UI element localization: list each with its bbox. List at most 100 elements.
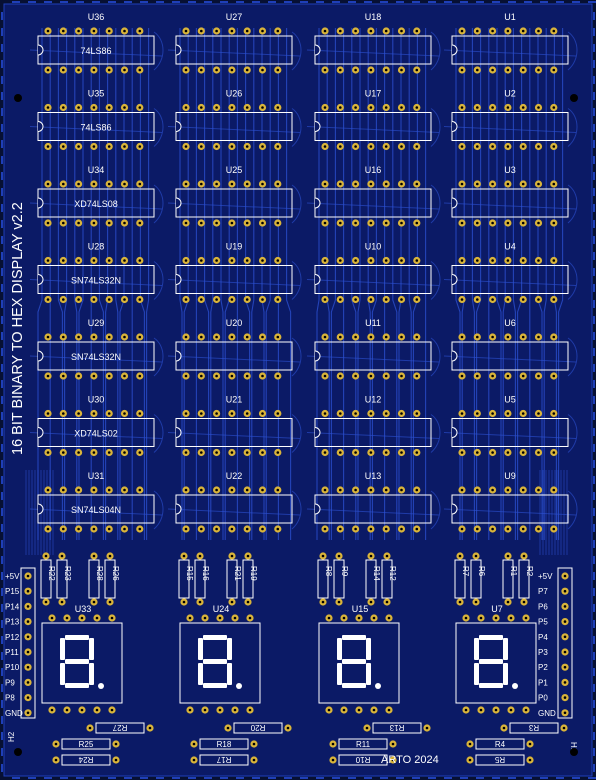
trace [183,28,189,540]
pad-hole [261,488,264,492]
pad-hole [95,616,99,620]
pad-hole [491,182,494,186]
pad-hole [506,488,510,492]
display-segment [198,638,203,660]
pad-hole [464,708,468,712]
pad-hole [276,298,280,301]
pad-hole [261,259,264,262]
edge-dash [593,604,595,612]
pad-hole [563,605,567,608]
trace [29,432,163,439]
trace [430,184,441,224]
pad-hole [200,527,203,531]
pad-hole [491,527,494,531]
pad-hole [123,145,126,148]
pad-hole [491,451,494,454]
resistor-label: R6 [477,566,486,577]
pad-hole [521,106,525,109]
pad-hole [506,335,510,339]
pad-hole [138,374,142,378]
pad-hole [200,68,203,72]
edge-dash [1,76,3,84]
chip-notch [37,121,44,132]
edge-dash [1,652,3,660]
pad-hole [537,374,540,378]
trace [153,337,164,377]
trace [105,28,109,540]
pad-hole [323,412,327,415]
edge-dash [593,108,595,116]
trace [443,126,577,133]
display-dot [375,683,381,689]
resistor-body [333,559,345,599]
chip-notch [451,121,458,132]
resistor-body [88,559,100,599]
pad-hole [400,298,403,301]
resistor: R28 [88,552,104,606]
chip-part: XD74LS08 [74,199,118,209]
display-outline [318,622,400,704]
pad-hole [138,259,142,262]
edge-dash [540,777,548,779]
pad-hole [261,29,264,33]
chip-notch [451,503,458,515]
trace [306,202,440,210]
pad-hole [369,182,373,186]
pad-hole [323,335,327,339]
trace [306,432,440,439]
chip-ref: U5 [504,395,516,405]
edge-dash [1,380,3,388]
pad-hole [226,726,230,730]
trace [98,28,104,540]
pad-hole [26,620,30,623]
trace [139,28,145,540]
pad-hole [107,182,111,186]
edge-dash [1,428,3,436]
pad-hole [458,554,462,558]
pad-hole [369,600,373,604]
trace [567,31,578,71]
pad-hole [415,29,419,33]
pad-hole [62,68,65,72]
pad-hole [92,451,96,454]
pad-hole [384,527,388,531]
pad-hole [123,29,126,33]
pad-hole [391,742,395,746]
pad-hole [369,68,373,72]
pad-hole [321,554,325,558]
pad-hole [77,527,80,531]
pad-hole [464,616,468,620]
pad-hole [506,554,510,558]
trace [146,28,150,540]
pad-hole [521,221,525,225]
chip-notch [314,427,321,438]
chip-notch [175,44,182,56]
pad-hole [123,68,126,72]
pad-hole [385,554,389,558]
edge-dash [593,252,595,260]
chip-notch [314,44,321,56]
pad-hole [230,182,234,186]
pad-hole [77,374,80,378]
trace [517,28,523,540]
resistor-body [365,559,377,599]
trace [167,355,301,363]
pad-hole [563,574,567,578]
pad-hole [537,488,540,492]
ic-chip: U2 [451,89,569,151]
pad-hole [491,221,494,225]
pad-hole [506,29,510,33]
pad-hole [230,527,234,531]
seven-segment-display: U33 [41,604,123,714]
header-pin-label: P15 [5,587,20,596]
pad-hole [92,335,96,339]
pad-hole [460,259,464,262]
chip-notch [175,121,182,132]
pad-hole [107,221,111,225]
chip-ref: U35 [88,89,105,99]
pad-hole [192,758,196,762]
resistor-label: R21 [233,566,242,581]
